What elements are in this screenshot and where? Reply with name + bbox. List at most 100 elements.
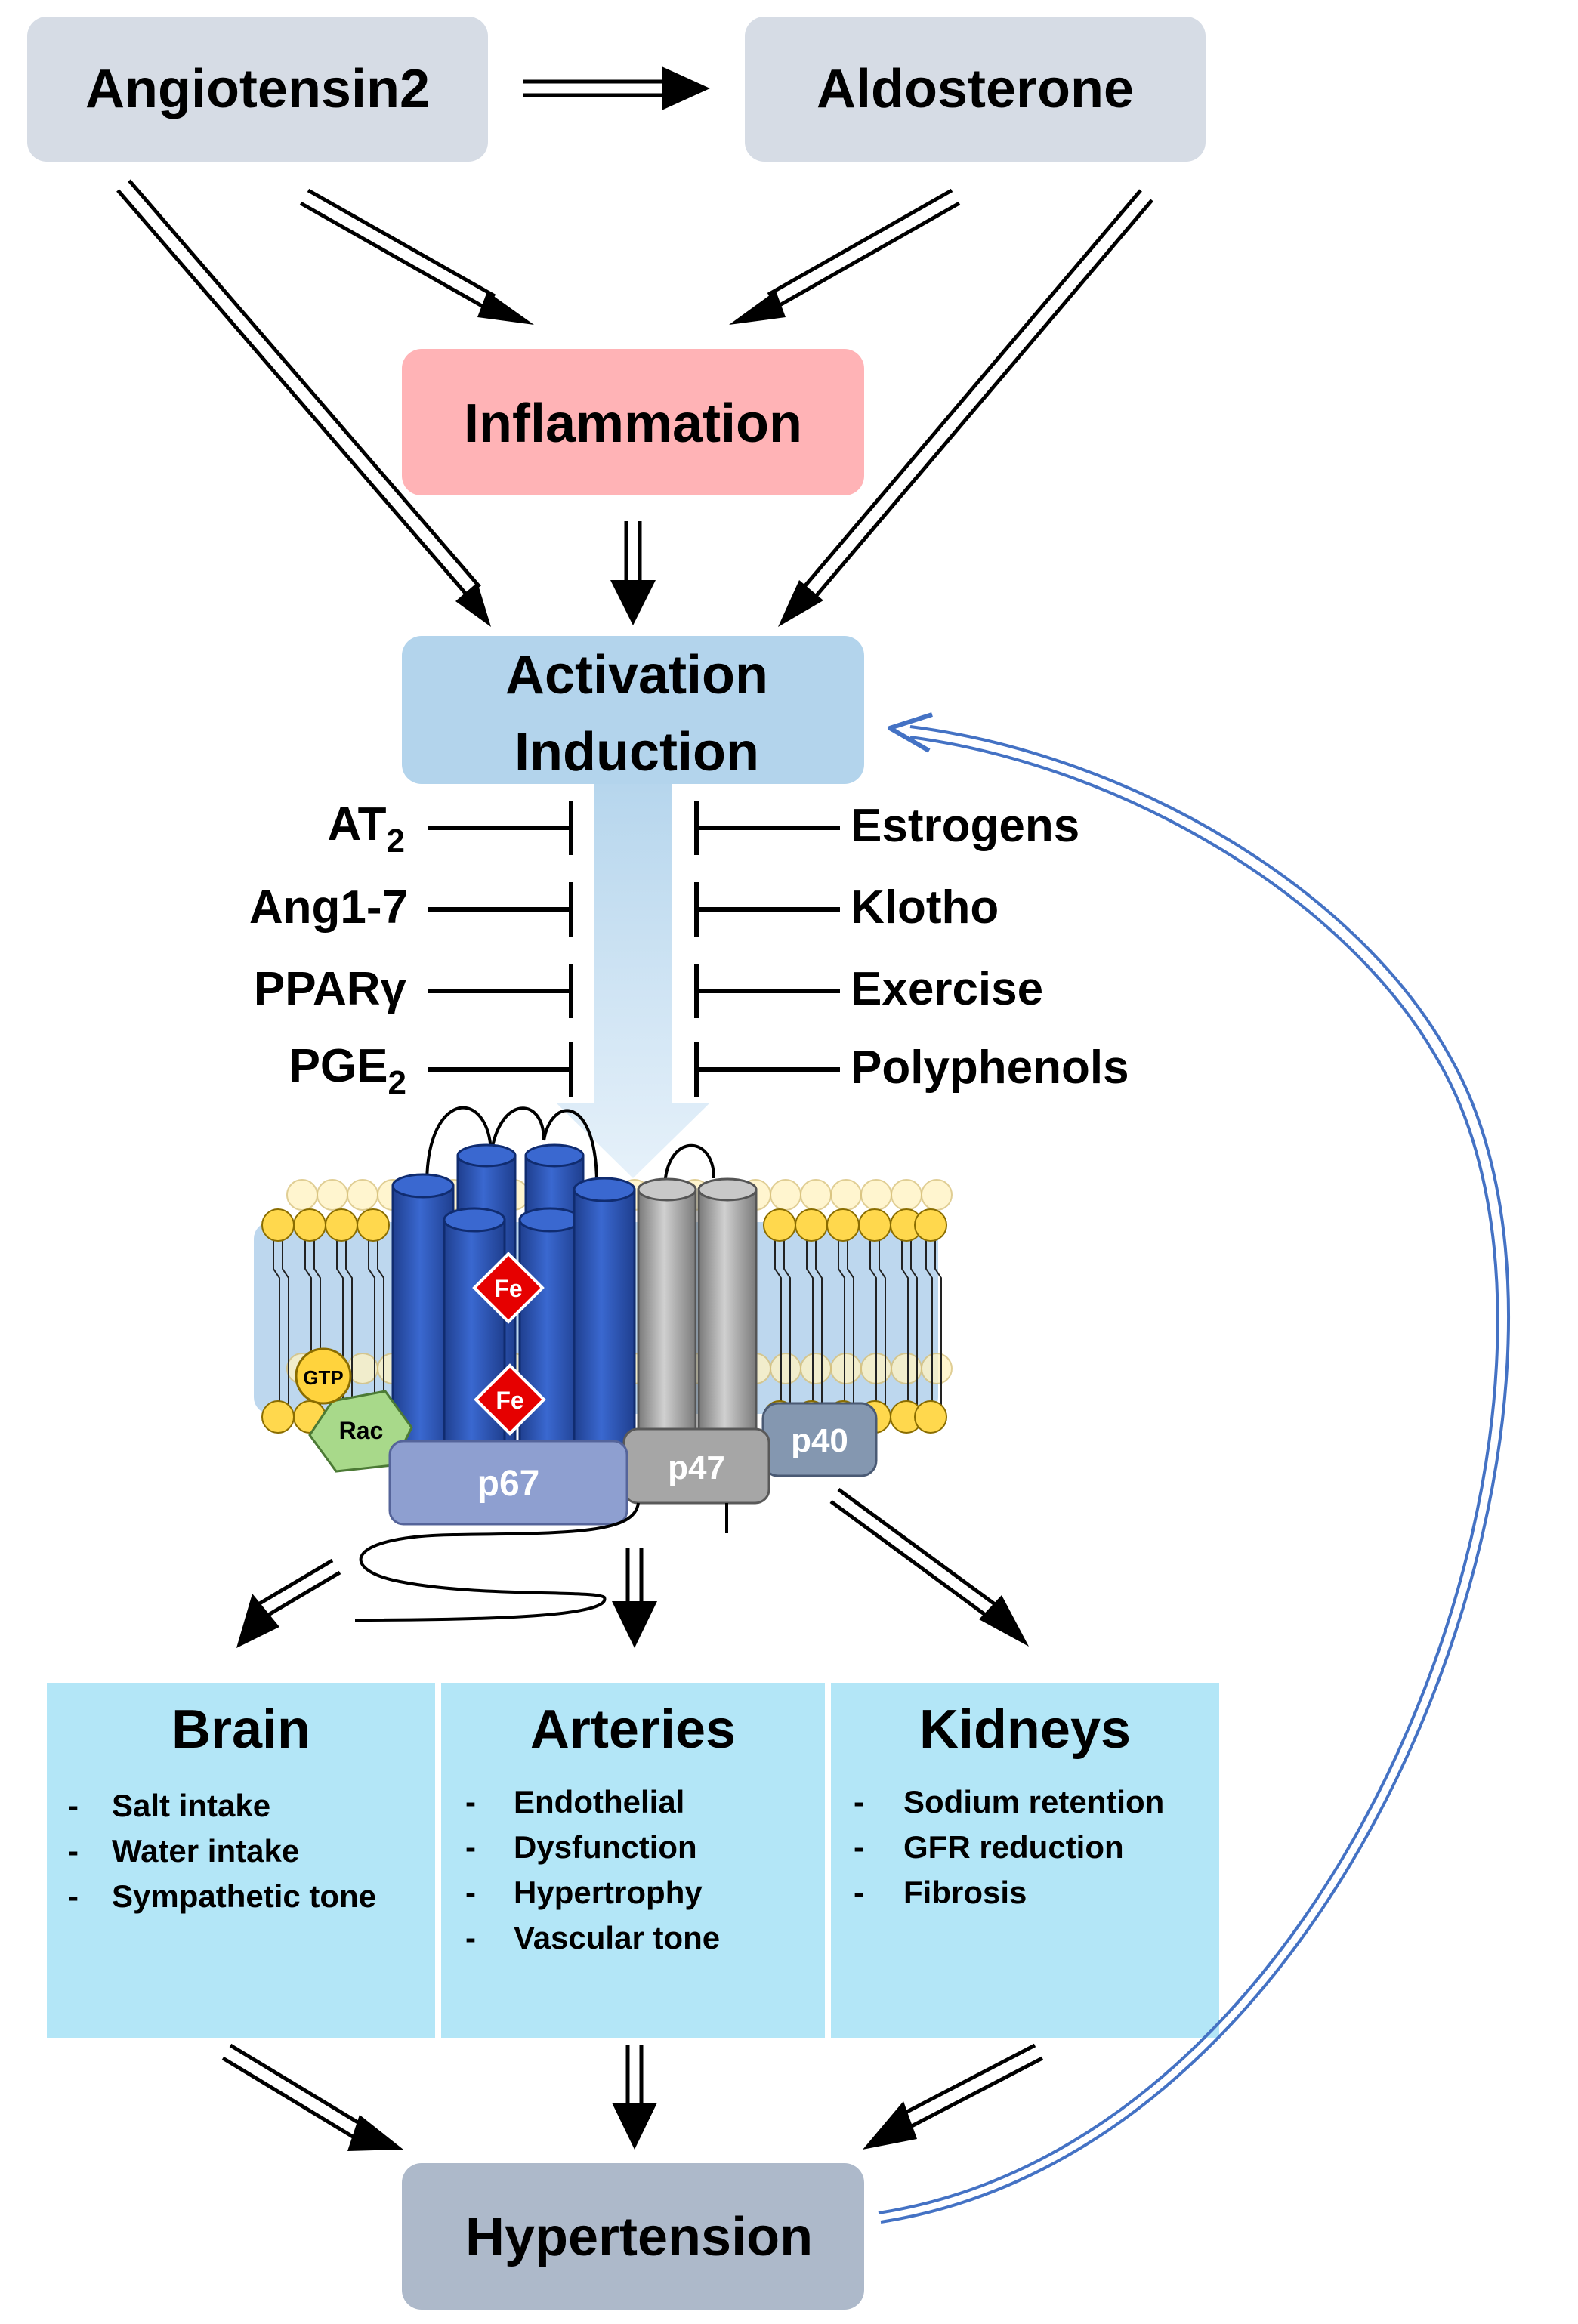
inhibitor-at2-label: AT (327, 798, 386, 850)
inflammation-label: Inflammation (464, 394, 802, 454)
lipid-head (921, 1353, 953, 1384)
arteries-bullet-1: - (465, 1784, 476, 1819)
lipid-head (763, 1208, 796, 1242)
inhibitor-pge2-subscript: 2 (388, 1064, 406, 1101)
lipid-tail (910, 1239, 918, 1405)
inhibitor-klotho-label: Klotho (851, 881, 999, 934)
lipid-head (826, 1208, 860, 1242)
aldosterone-node: Aldosterone (745, 17, 1206, 162)
feedback-arrow (878, 712, 1510, 2224)
organ-kidneys: Kidneys - Sodium retention - GFR reducti… (831, 1683, 1219, 2038)
gtp-molecule: GTP (295, 1347, 352, 1405)
lipid-tail (304, 1239, 312, 1405)
lipid-head (770, 1353, 801, 1384)
lipid-head (795, 1208, 828, 1242)
induction-label: Induction (514, 722, 759, 782)
inhibitor-at2: AT2 (327, 798, 573, 860)
lipid-head (830, 1179, 862, 1211)
brain-bullet-3: - (68, 1878, 79, 1914)
lipid-head (891, 1179, 922, 1211)
arteries-bullet-2: - (465, 1829, 476, 1865)
lipid-tail (838, 1239, 845, 1405)
angiotensin-node: Angiotensin2 (27, 17, 488, 162)
p40-subunit: p40 (761, 1402, 878, 1477)
activation-label: Activation (505, 645, 768, 705)
arrow-aldosterone-to-activation (778, 189, 1153, 627)
lipid-head (914, 1400, 947, 1434)
lipid-head (800, 1179, 832, 1211)
svg-text:AT2: AT2 (327, 798, 405, 860)
lipid-tail (879, 1239, 886, 1405)
arrow-to-arteries (612, 1548, 657, 1648)
inhibitor-ppargamma: PPARγ (254, 963, 573, 1018)
brain-item-1: Salt intake (112, 1788, 270, 1823)
arrow-brain-to-hypertension (221, 2043, 403, 2151)
lipid-tail (345, 1239, 353, 1405)
kidneys-item-3: Fibrosis (903, 1875, 1027, 1910)
lipid-head (921, 1179, 953, 1211)
brain-bullet-2: - (68, 1833, 79, 1869)
activation-node: Activation Induction (402, 636, 864, 1178)
lipid-head (261, 1208, 295, 1242)
arteries-bullet-4: - (465, 1920, 476, 1955)
arrow-to-kidneys (829, 1487, 1029, 1647)
lipid-tail (847, 1239, 854, 1405)
inhibitor-polyphenols-label: Polyphenols (851, 1042, 1129, 1094)
p67-subunit: p67 (388, 1440, 628, 1526)
arteries-item-1: Endothelial (514, 1784, 684, 1819)
arteries-title: Arteries (530, 1699, 736, 1760)
inhibitor-pge2-label: PGE (289, 1040, 388, 1092)
lipid-tail (806, 1239, 814, 1405)
arrow-angiotensin-to-activation (116, 179, 491, 627)
lipid-head (357, 1208, 390, 1242)
lipid-head (317, 1179, 348, 1211)
brain-item-2: Water intake (112, 1833, 299, 1869)
lipid-head (293, 1208, 326, 1242)
lipid-head (261, 1400, 295, 1434)
inhibitor-estrogens: Estrogens (694, 800, 1079, 855)
angiotensin-label: Angiotensin2 (85, 59, 430, 119)
fe-top-label: Fe (494, 1275, 522, 1302)
kidneys-bullet-3: - (854, 1875, 864, 1910)
lipid-tail (368, 1239, 375, 1405)
lipid-tail (377, 1239, 384, 1405)
kidneys-title: Kidneys (919, 1699, 1131, 1760)
lipid-head (286, 1179, 318, 1211)
arteries-bullet-3: - (465, 1875, 476, 1910)
svg-text:PGE2: PGE2 (289, 1040, 406, 1101)
nox-enzyme-complex: Fe Fe Rac GTP p40 p47 p67 (254, 1106, 953, 1622)
lipid-head (325, 1208, 358, 1242)
gtp-label: GTP (303, 1366, 343, 1389)
lipid-head (347, 1179, 378, 1211)
inhibitor-ang17: Ang1-7 (249, 881, 573, 937)
inhibitor-pge2: PGE2 (289, 1040, 573, 1101)
arrow-kidneys-to-hypertension (863, 2043, 1044, 2150)
inhibitor-estrogens-label: Estrogens (851, 800, 1079, 852)
inhibitor-at2-subscript: 2 (387, 823, 405, 860)
fe-bottom-label: Fe (496, 1387, 523, 1414)
lipid-tail (901, 1239, 909, 1405)
lipid-tail (313, 1239, 321, 1405)
p67-label: p67 (477, 1464, 540, 1504)
p40-label: p40 (791, 1422, 848, 1459)
lipid-tail (336, 1239, 344, 1405)
arrow-angiotensin-to-inflammation (299, 188, 534, 325)
lipid-tail (934, 1239, 942, 1405)
fe-heme-top: Fe (472, 1252, 545, 1324)
lipid-tail (869, 1239, 877, 1405)
hypertension-label: Hypertension (465, 2207, 813, 2267)
p47-label: p47 (668, 1449, 725, 1486)
lipid-tail (282, 1239, 289, 1405)
p47-subunit: p47 (622, 1427, 770, 1533)
kidneys-bullet-2: - (854, 1829, 864, 1865)
lipid-tail (815, 1239, 823, 1405)
p22phox-helices (637, 1177, 758, 1482)
inhibitor-exercise-label: Exercise (851, 963, 1043, 1015)
lipid-tail (273, 1239, 280, 1405)
lipid-tail (783, 1239, 791, 1405)
p47-tail (354, 1502, 640, 1622)
lipid-tail (925, 1239, 933, 1405)
rac-protein: Rac (308, 1390, 413, 1473)
arrow-inflammation-to-activation (610, 521, 656, 625)
